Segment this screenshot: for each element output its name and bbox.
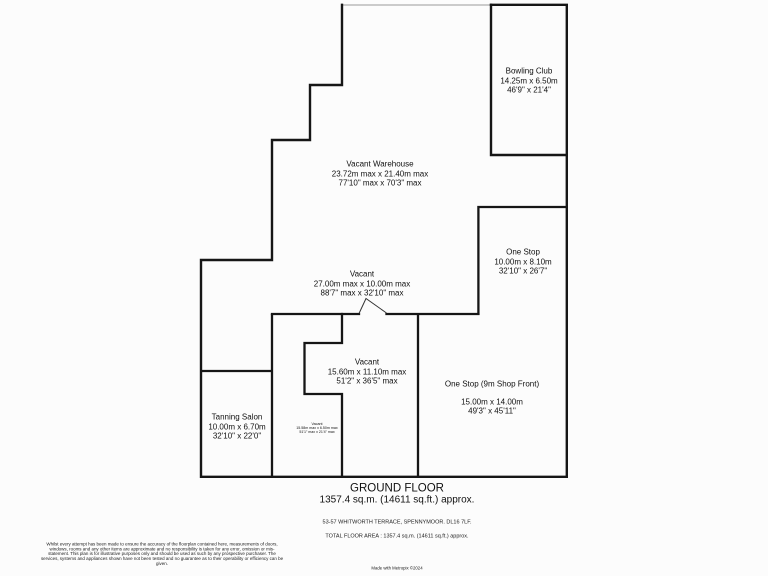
address-line: 53-57 WHITWORTH TERRACE, SPENNYMOOR. DL1…: [322, 518, 472, 526]
room-dim-metric: 23.72m max x 21.40m max: [331, 169, 429, 179]
room-dim-metric: 10.00m x 6.70m: [208, 422, 266, 432]
room-label-vacant-warehouse: Vacant Warehouse 23.72m max x 21.40m max…: [332, 160, 428, 189]
room-label-tanning-salon: Tanning Salon 10.00m x 6.70m 32'10" x 22…: [208, 413, 265, 442]
room-dim-metric: 14.25m x 6.50m: [500, 76, 558, 86]
credit-line: Made with Metropix ©2024: [371, 565, 423, 571]
room-label-vacant-lower: Vacant 15.60m x 11.10m max 51'2" x 36'5"…: [328, 358, 407, 387]
outer-wall: [199, 3, 568, 478]
room-label-bowling-club: Bowling Club 14.25m x 6.50m 46'9" x 21'4…: [500, 67, 557, 96]
room-name: One Stop: [506, 247, 540, 257]
room-name: Vacant: [354, 357, 380, 367]
room-dim-imperial: 32'10" x 22'0": [212, 431, 262, 441]
room-name: Vacant: [349, 269, 375, 279]
room-label-one-stop: One Stop 10.00m x 8.10m 32'10" x 26'7": [494, 248, 551, 277]
room-label-vacant-small: Vacant 15.58m max x 6.50m max 51'1" max …: [296, 422, 337, 434]
label-spacer: [445, 389, 539, 397]
floor-title: GROUND FLOOR: [350, 482, 444, 495]
room-dim-metric: 15.60m x 11.10m max: [327, 367, 407, 377]
total-floor-area-line: TOTAL FLOOR AREA : 1357.4 sq.m. (14611 s…: [325, 532, 469, 540]
bowling-club-wall: [489, 3, 568, 157]
room-name: Vacant Warehouse: [346, 159, 414, 169]
room-dim-imperial: 51'2" x 36'5" max: [336, 376, 398, 386]
room-dim-metric: 15.58m max x 6.50m max: [296, 425, 338, 430]
room-label-one-stop-shop-front: One Stop (9m Shop Front) 15.00m x 14.00m…: [445, 380, 539, 417]
floor-title-block: GROUND FLOOR 1357.4 sq.m. (14611 sq.ft.)…: [320, 482, 475, 506]
room-dim-metric: 15.00m x 14.00m: [461, 397, 523, 407]
room-name: Vacant: [311, 421, 323, 426]
room-name: Bowling Club: [505, 66, 553, 76]
disclaimer-text: Whilst every attempt has been made to en…: [40, 541, 284, 566]
floor-area: 1357.4 sq.m. (14611 sq.ft.) approx.: [319, 494, 475, 506]
room-name: Tanning Salon: [211, 412, 263, 422]
room-dim-imperial: 32'10" x 26'7": [498, 266, 548, 276]
room-dim-imperial: 51'1" max x 21'4" max: [299, 430, 335, 435]
room-dim-metric: 10.00m x 8.10m: [494, 257, 552, 267]
room-name: One Stop (9m Shop Front): [444, 379, 540, 389]
door-swing: [358, 297, 387, 314]
room-dim-imperial: 88'7" max x 32'10" max: [320, 288, 404, 298]
room-dim-imperial: 46'9" x 21'4": [507, 85, 551, 95]
small-vacant-divider-wall: [303, 312, 344, 478]
room-dim-imperial: 49'3" x 45'11": [468, 406, 516, 416]
room-dim-imperial: 77'10" max x 70'3" max: [338, 178, 422, 188]
one-stop-wall: [477, 205, 568, 315]
room-label-vacant-middle: Vacant 27.00m max x 10.00m max 88'7" max…: [314, 270, 410, 299]
room-dim-metric: 27.00m max x 10.00m max: [313, 279, 411, 289]
